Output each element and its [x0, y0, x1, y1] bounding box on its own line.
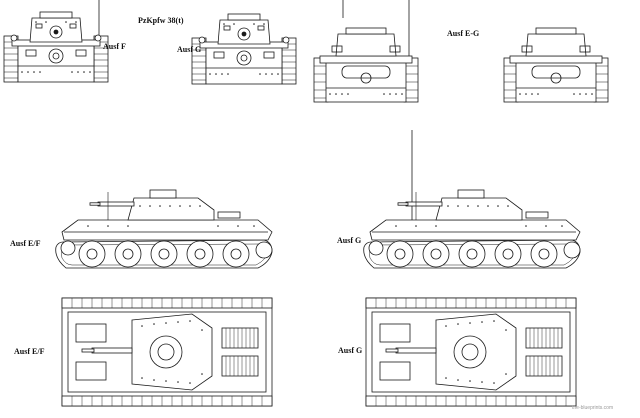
label-side-ausf-g: Ausf G: [337, 236, 362, 245]
rear-view-ausf-e-g-2: [503, 27, 609, 103]
label-rear-ausf-e-g: Ausf E-G: [447, 29, 480, 38]
label-top-ausf-e-f: Ausf E/F: [14, 347, 45, 356]
side-view-ausf-g: [363, 189, 581, 269]
top-view-ausf-g: [365, 297, 577, 407]
label-front-ausf-f: Ausf F: [103, 42, 126, 51]
side-view-ausf-e-f: [55, 189, 273, 269]
label-side-ausf-e-f: Ausf E/F: [10, 239, 41, 248]
drawing-title: PzKpfw 38(t): [138, 16, 184, 25]
label-top-ausf-g: Ausf G: [338, 346, 363, 355]
rear-view-ausf-e-g-1: [313, 27, 419, 103]
front-view-ausf-g: [191, 13, 297, 85]
front-view-ausf-f: [3, 11, 109, 83]
watermark-text: the-blueprints.com: [572, 405, 614, 411]
label-front-ausf-g: Ausf G: [177, 45, 202, 54]
top-view-ausf-e-f: [61, 297, 273, 407]
